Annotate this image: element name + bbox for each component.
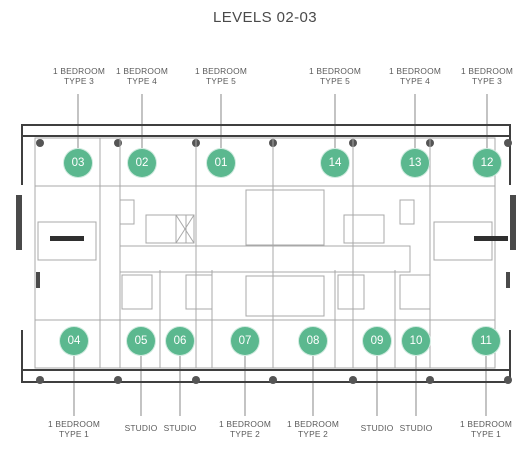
unit-badge-09[interactable]: 09 xyxy=(362,326,392,356)
unit-badge-08[interactable]: 08 xyxy=(298,326,328,356)
unit-badge-05[interactable]: 05 xyxy=(126,326,156,356)
unit-badge-13[interactable]: 13 xyxy=(400,148,430,178)
bottom-label-unit-06: STUDIO xyxy=(163,423,197,433)
unit-badge-06[interactable]: 06 xyxy=(165,326,195,356)
bottom-label-unit-05: STUDIO xyxy=(124,423,158,433)
plan-title: LEVELS 02-03 xyxy=(212,9,318,26)
unit-badge-02[interactable]: 02 xyxy=(127,148,157,178)
unit-badge-03[interactable]: 03 xyxy=(63,148,93,178)
bottom-label-unit-09: STUDIO xyxy=(360,423,394,433)
unit-badge-14[interactable]: 14 xyxy=(320,148,350,178)
unit-badge-04[interactable]: 04 xyxy=(59,326,89,356)
unit-badge-12[interactable]: 12 xyxy=(472,148,502,178)
leader-lines xyxy=(73,94,488,416)
unit-badge-11[interactable]: 11 xyxy=(471,326,501,356)
bottom-label-unit-10: STUDIO xyxy=(399,423,433,433)
unit-badge-10[interactable]: 10 xyxy=(401,326,431,356)
unit-badge-01[interactable]: 01 xyxy=(206,148,236,178)
unit-badge-07[interactable]: 07 xyxy=(230,326,260,356)
